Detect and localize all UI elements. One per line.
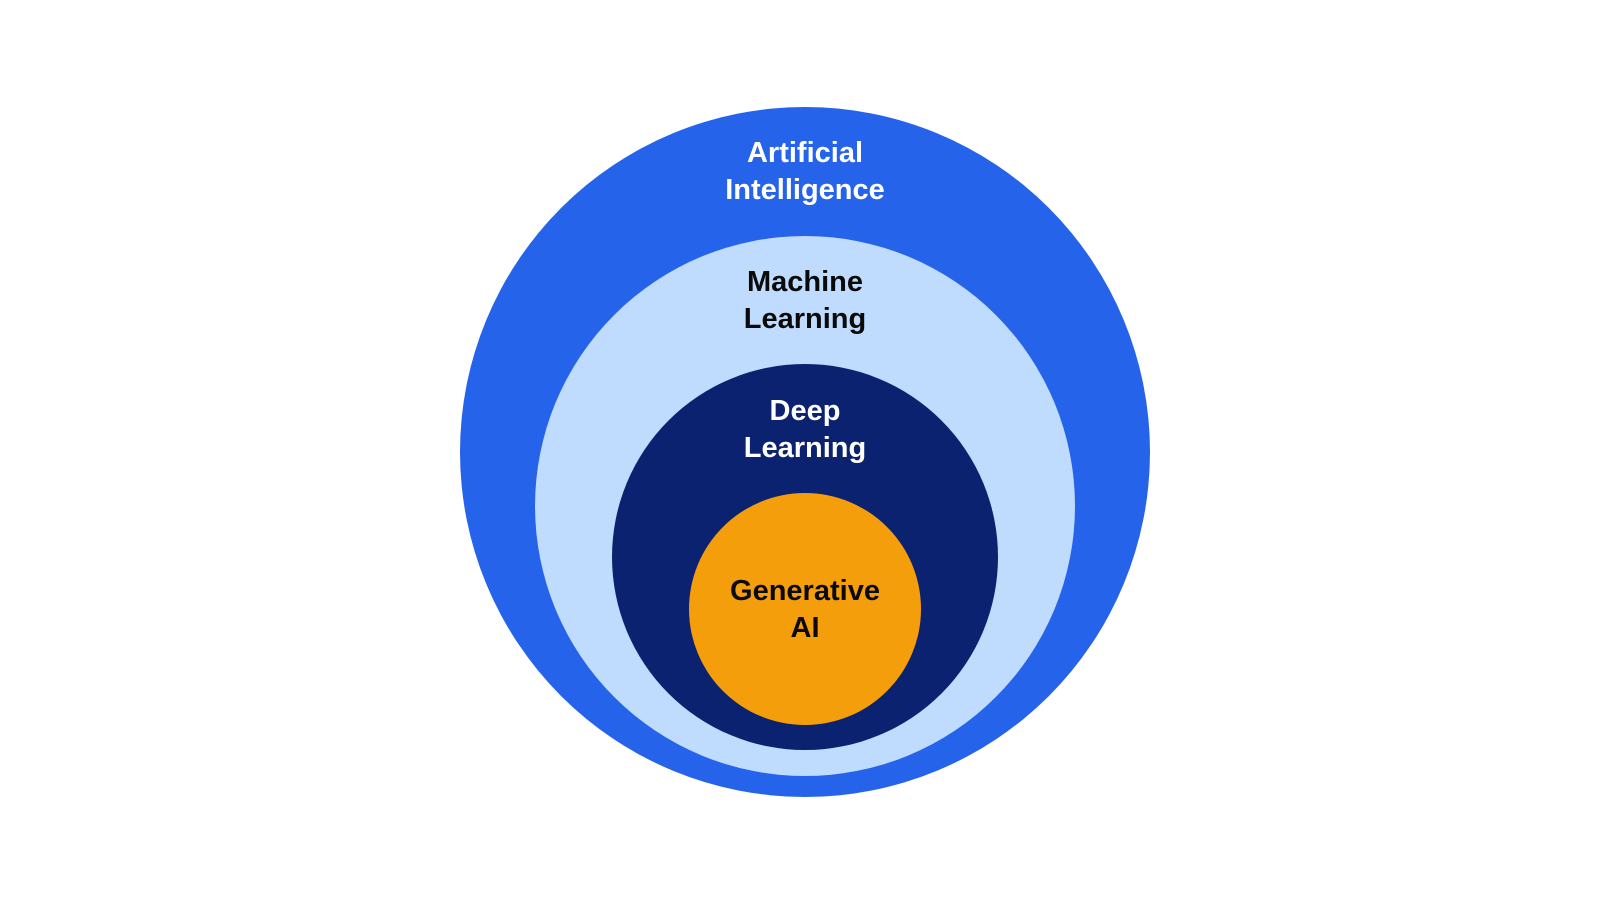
label-deep-learning-line2: Learning xyxy=(743,432,867,464)
label-artificial-intelligence: Artificial Intelligence xyxy=(0,135,1600,209)
ring-generative-ai xyxy=(689,493,921,725)
label-generative-ai: Generative AI xyxy=(0,573,1600,647)
label-machine-learning-line1: Machine xyxy=(746,266,864,298)
label-artificial-intelligence-line2: Intelligence xyxy=(725,174,885,206)
label-deep-learning-line1: Deep xyxy=(769,395,841,427)
label-deep-learning: Deep Learning xyxy=(0,393,1600,467)
label-generative-ai-line1: Generative xyxy=(730,575,880,607)
label-generative-ai-line2: AI xyxy=(790,612,820,644)
label-machine-learning-line2: Learning xyxy=(743,303,867,335)
label-artificial-intelligence-line1: Artificial xyxy=(746,137,864,169)
label-machine-learning: Machine Learning xyxy=(0,264,1600,338)
